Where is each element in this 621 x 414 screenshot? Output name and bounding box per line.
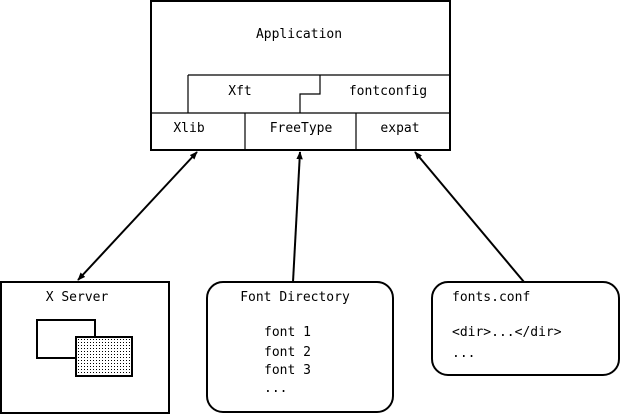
expat-label: expat [380,121,419,136]
xlib-xserver-arrow [77,151,198,281]
font-directory-item: font 3 [264,363,311,378]
xserver-frame [0,281,170,414]
application-label: Application [256,27,342,42]
font-directory-frame [206,281,394,413]
fonts-conf-title: fonts.conf [452,290,530,305]
fonts-conf-frame [431,281,620,376]
window-icon-front [75,336,133,377]
xserver-box: X Server [0,281,170,414]
xft-label: Xft [228,84,251,99]
expat-fontsconf-arrow [414,151,525,283]
xft-fontconfig-divider [299,75,321,113]
fontconfig-label: fontconfig [349,84,427,99]
xlib-label: Xlib [173,121,204,136]
freetype-fontdir-arrow [292,151,303,283]
font-directory-item: ... [264,381,287,396]
xserver-title: X Server [46,290,109,305]
fonts-conf-line: ... [452,346,475,361]
font-directory-box: Font Directory font 1 font 2 font 3 ... [206,281,394,413]
font-directory-title: Font Directory [240,290,350,305]
software-stack: Application Xft fontconfig Xlib FreeType… [150,0,451,151]
fonts-conf-box: fonts.conf <dir>...</dir> ... [431,281,620,376]
freetype-label: FreeType [270,121,333,136]
font-directory-item: font 1 [264,325,311,340]
fonts-conf-line: <dir>...</dir> [452,325,562,340]
font-directory-item: font 2 [264,345,311,360]
